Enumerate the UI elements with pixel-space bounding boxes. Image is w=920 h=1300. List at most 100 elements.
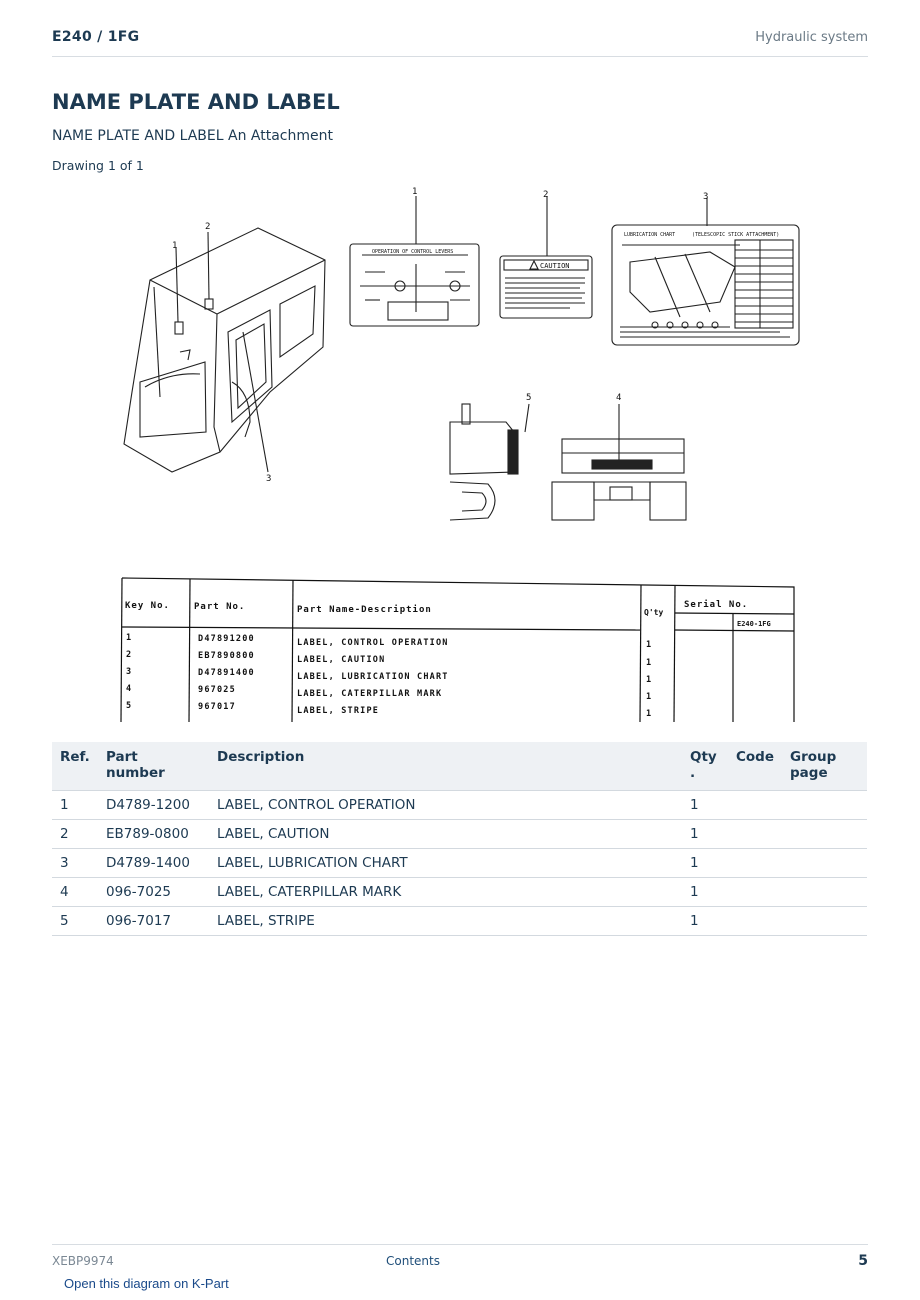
scan-cell: LABEL, CATERPILLAR MARK — [297, 689, 442, 699]
table-row: 3 D4789-1400 LABEL, LUBRICATION CHART 1 — [52, 848, 867, 878]
scan-cell: 967017 — [198, 702, 236, 712]
cell-description: LABEL, STRIPE — [209, 906, 682, 936]
scan-row: 1 D47891200 LABEL, CONTROL OPERATION 1 — [126, 633, 652, 650]
table-row: 5 096-7017 LABEL, STRIPE 1 — [52, 906, 867, 936]
cell-qty: 1 — [682, 848, 728, 878]
lube-decal-subtitle: (TELESCOPIC STICK ATTACHMENT) — [692, 232, 779, 238]
callout-5: 5 — [526, 393, 531, 403]
header-group-page: Group page — [782, 742, 867, 791]
scan-cell: LABEL, CONTROL OPERATION — [297, 638, 449, 648]
model-label: E240 / 1FG — [52, 29, 140, 45]
scan-header-model: E240-1FG — [737, 620, 771, 628]
scan-cell: 1 — [646, 675, 652, 685]
scan-row: 2 EB7890800 LABEL, CAUTION 1 — [126, 650, 652, 668]
cell-group-page — [782, 906, 867, 936]
cell-description: LABEL, LUBRICATION CHART — [209, 848, 682, 878]
page-header: E240 / 1FG Hydraulic system — [52, 28, 868, 57]
operator-cab-illustration — [123, 227, 326, 473]
kpart-link[interactable]: Open this diagram on K-Part — [64, 1276, 229, 1291]
parts-drawing: 1 2 3 1 2 3 4 5 OPERATION OF CONTROL LEV… — [110, 182, 810, 727]
scan-header-part: Part No. — [194, 602, 245, 612]
scan-cell: 4 — [126, 684, 132, 694]
parts-table: Ref. Part number Description Qty. Code G… — [52, 742, 867, 936]
scan-header-key: Key No. — [125, 601, 170, 611]
contents-link[interactable]: Contents — [386, 1254, 440, 1268]
callout-3b: 3 — [266, 474, 271, 484]
scan-cell: 2 — [126, 650, 132, 660]
lube-decal-title: LUBRICATION CHART — [624, 232, 675, 238]
cell-ref: 5 — [52, 906, 98, 936]
cell-part-number: EB789-0800 — [98, 819, 209, 849]
scan-header-desc: Part Name-Description — [297, 604, 432, 615]
scan-header-serial: Serial No. — [684, 599, 748, 610]
scan-row: 3 D47891400 LABEL, LUBRICATION CHART 1 — [126, 667, 652, 685]
cell-code — [728, 848, 783, 878]
control-operation-decal — [349, 243, 480, 327]
scan-cell: 967025 — [198, 685, 236, 695]
scan-cell: EB7890800 — [198, 651, 255, 661]
scan-cell: LABEL, CAUTION — [297, 655, 385, 665]
callout-1a: 1 — [412, 187, 417, 197]
scanned-parts-table: Key No. Part No. Part Name-Description Q… — [120, 577, 795, 723]
cell-group-page — [782, 877, 867, 907]
cell-ref: 1 — [52, 790, 98, 820]
cell-ref: 4 — [52, 877, 98, 907]
cell-ref: 3 — [52, 848, 98, 878]
cell-code — [728, 790, 783, 820]
cell-part-number: 096-7025 — [98, 877, 209, 907]
page-subtitle: NAME PLATE AND LABEL An Attachment — [52, 128, 333, 144]
scan-cell: 1 — [646, 658, 652, 668]
cell-part-number: D4789-1200 — [98, 790, 209, 820]
cell-group-page — [782, 790, 867, 820]
header-qty-label: Qty — [690, 749, 717, 765]
caution-decal-text: CAUTION — [540, 262, 570, 270]
lubrication-chart-decal — [611, 224, 800, 346]
scan-header-qty: Q'ty — [644, 608, 663, 617]
cell-code — [728, 906, 783, 936]
scan-cell: 5 — [126, 701, 132, 711]
cell-qty: 1 — [682, 819, 728, 849]
page-number: 5 — [858, 1253, 868, 1269]
callout-4: 4 — [616, 393, 621, 403]
header-qty-dot: . — [690, 765, 696, 781]
parts-drawing-svg: 1 2 3 1 2 3 4 5 OPERATION OF CONTROL LEV… — [120, 187, 800, 723]
caterpillar-mark-illustration — [551, 404, 687, 521]
callout-2b: 2 — [205, 222, 210, 232]
table-row: 4 096-7025 LABEL, CATERPILLAR MARK 1 — [52, 877, 867, 907]
scan-cell: D47891400 — [198, 668, 255, 678]
stripe-illustration — [449, 403, 530, 521]
cell-description: LABEL, CATERPILLAR MARK — [209, 877, 682, 907]
header-code: Code — [728, 742, 783, 791]
scan-cell: LABEL, STRIPE — [297, 706, 379, 716]
cell-part-number: 096-7017 — [98, 906, 209, 936]
cell-description: LABEL, CONTROL OPERATION — [209, 790, 682, 820]
cell-ref: 2 — [52, 819, 98, 849]
cell-qty: 1 — [682, 877, 728, 907]
cell-code — [728, 819, 783, 849]
callout-2a: 2 — [543, 190, 548, 200]
scan-cell: 1 — [126, 633, 132, 643]
cell-description: LABEL, CAUTION — [209, 819, 682, 849]
scan-cell: 1 — [646, 692, 652, 702]
caution-decal — [499, 255, 593, 319]
doc-id: XEBP9974 — [52, 1254, 114, 1268]
section-label: Hydraulic system — [755, 30, 868, 45]
scan-row: 5 967017 LABEL, STRIPE 1 — [126, 701, 652, 719]
scan-cell: 1 — [646, 640, 652, 650]
cell-qty: 1 — [682, 790, 728, 820]
callout-1b: 1 — [172, 241, 177, 251]
drawing-count: Drawing 1 of 1 — [52, 158, 144, 173]
cell-part-number: D4789-1400 — [98, 848, 209, 878]
scan-cell: 1 — [646, 709, 652, 719]
header-ref: Ref. — [52, 742, 98, 791]
cell-code — [728, 877, 783, 907]
scan-cell: LABEL, LUBRICATION CHART — [297, 672, 449, 682]
scan-cell: D47891200 — [198, 634, 255, 644]
callout-3a: 3 — [703, 192, 708, 202]
header-part-number: Part number — [98, 742, 209, 791]
scan-row: 4 967025 LABEL, CATERPILLAR MARK 1 — [126, 684, 652, 702]
cell-group-page — [782, 848, 867, 878]
table-row: 2 EB789-0800 LABEL, CAUTION 1 — [52, 819, 867, 849]
cell-group-page — [782, 819, 867, 849]
page-footer: XEBP9974 Contents 5 — [52, 1244, 868, 1275]
